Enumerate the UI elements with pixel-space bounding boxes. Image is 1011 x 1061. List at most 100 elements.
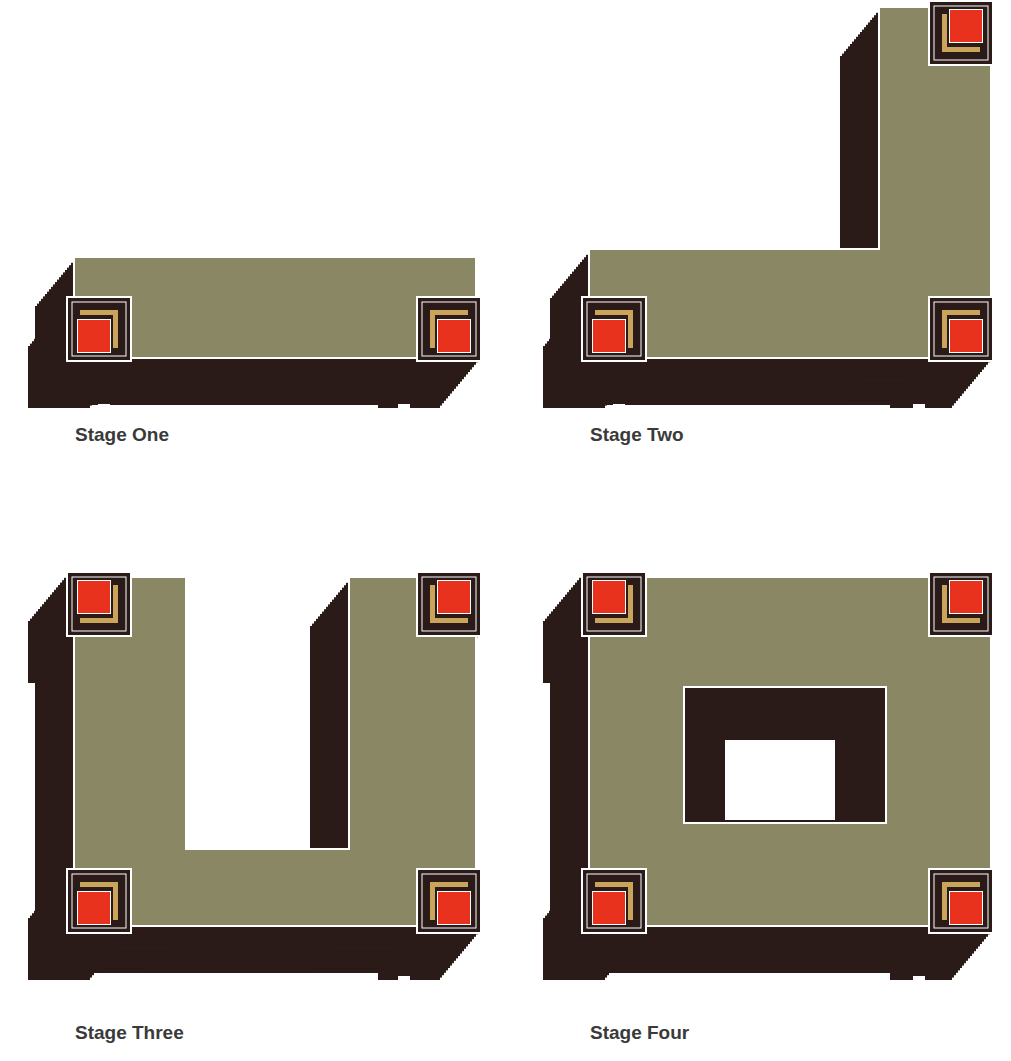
red-square: [438, 581, 470, 613]
red-square-outline: [77, 319, 111, 353]
wall-face: [418, 870, 480, 932]
wall-face: [418, 573, 480, 635]
tan-strip: [628, 882, 633, 920]
tower-inner-line: [587, 577, 641, 631]
tan-strip: [942, 14, 947, 52]
tower-inner-line: [934, 6, 988, 60]
red-square: [438, 320, 470, 352]
tan-strip: [430, 618, 468, 623]
tan-strip: [595, 882, 633, 887]
red-square: [593, 581, 625, 613]
red-square-outline: [592, 580, 626, 614]
corner-tower: [928, 0, 994, 66]
wall-face: [930, 573, 992, 635]
tower-inner-line: [587, 302, 641, 356]
tower-outline: [66, 571, 132, 637]
wall-face: [583, 298, 645, 360]
tower-body: [583, 298, 645, 360]
wall-extrusion: [543, 2, 992, 408]
tan-strip: [942, 618, 980, 623]
base-notch: [913, 404, 925, 408]
tan-strip: [430, 882, 468, 887]
wall-extrusion: [28, 573, 480, 980]
corner-tower: [928, 571, 994, 637]
corner-tower: [928, 868, 994, 934]
tower-inner-line: [934, 302, 988, 356]
tan-strip: [942, 882, 980, 887]
red-square: [950, 892, 982, 924]
red-square-outline: [592, 891, 626, 925]
tower-body: [583, 573, 645, 635]
roof-surface: [75, 850, 475, 925]
base-notch: [913, 976, 925, 980]
red-square: [438, 892, 470, 924]
tower-outline: [416, 296, 482, 362]
red-square-outline: [437, 891, 471, 925]
red-square-outline: [949, 9, 983, 43]
corner-tower: [66, 571, 132, 637]
red-square: [593, 320, 625, 352]
tower-inner-line: [422, 302, 476, 356]
wall-face: [930, 298, 992, 360]
courtyard-wall: [685, 688, 885, 822]
red-square-outline: [949, 891, 983, 925]
tower-outline: [928, 0, 994, 66]
courtyard-outline: [683, 686, 887, 824]
roof-surface: [75, 258, 475, 357]
corner-tower: [66, 296, 132, 362]
base-notch: [398, 976, 410, 980]
tower-inner-line: [422, 577, 476, 631]
tower-body: [930, 298, 992, 360]
tan-strip: [430, 882, 435, 920]
stage-caption: Stage Three: [75, 1022, 184, 1044]
corner-tower: [928, 296, 994, 362]
wall-face: [930, 2, 992, 64]
tower-body: [418, 298, 480, 360]
stage-figure: [28, 571, 482, 980]
tower-inner-line: [587, 874, 641, 928]
red-square: [78, 320, 110, 352]
stage-caption: Stage Four: [590, 1022, 689, 1044]
tower-inner-line: [422, 874, 476, 928]
wall-extrusion: [543, 573, 992, 980]
tower-outline: [66, 296, 132, 362]
tan-strip: [942, 310, 980, 315]
tower-outline: [66, 868, 132, 934]
stage-figure: [28, 256, 482, 408]
wall-face: [75, 850, 475, 925]
red-square: [950, 581, 982, 613]
wall-face: [75, 258, 475, 357]
tan-strip: [942, 882, 947, 920]
tan-strip: [628, 585, 633, 623]
tan-strip: [113, 585, 118, 623]
stage-figure: [543, 571, 994, 980]
tower-outline: [928, 868, 994, 934]
red-square: [950, 10, 982, 42]
stage-figure: [543, 0, 994, 408]
tower-inner-line: [72, 874, 126, 928]
tan-strip: [628, 310, 633, 348]
tower-outline: [581, 571, 647, 637]
tan-strip: [80, 882, 118, 887]
red-square: [78, 892, 110, 924]
red-square-outline: [592, 319, 626, 353]
tan-strip: [430, 585, 435, 623]
tower-body: [68, 870, 130, 932]
tan-strip: [80, 310, 118, 315]
red-square: [593, 892, 625, 924]
tan-strip: [80, 618, 118, 623]
wall-face: [583, 573, 645, 635]
tower-outline: [581, 868, 647, 934]
corner-tower: [66, 868, 132, 934]
tan-strip: [595, 618, 633, 623]
wall-face: [583, 870, 645, 932]
tan-strip: [942, 310, 947, 348]
stage-caption: Stage One: [75, 424, 169, 446]
tan-strip: [113, 882, 118, 920]
red-square: [950, 320, 982, 352]
red-square-outline: [437, 580, 471, 614]
corner-tower: [581, 296, 647, 362]
tower-body: [418, 573, 480, 635]
